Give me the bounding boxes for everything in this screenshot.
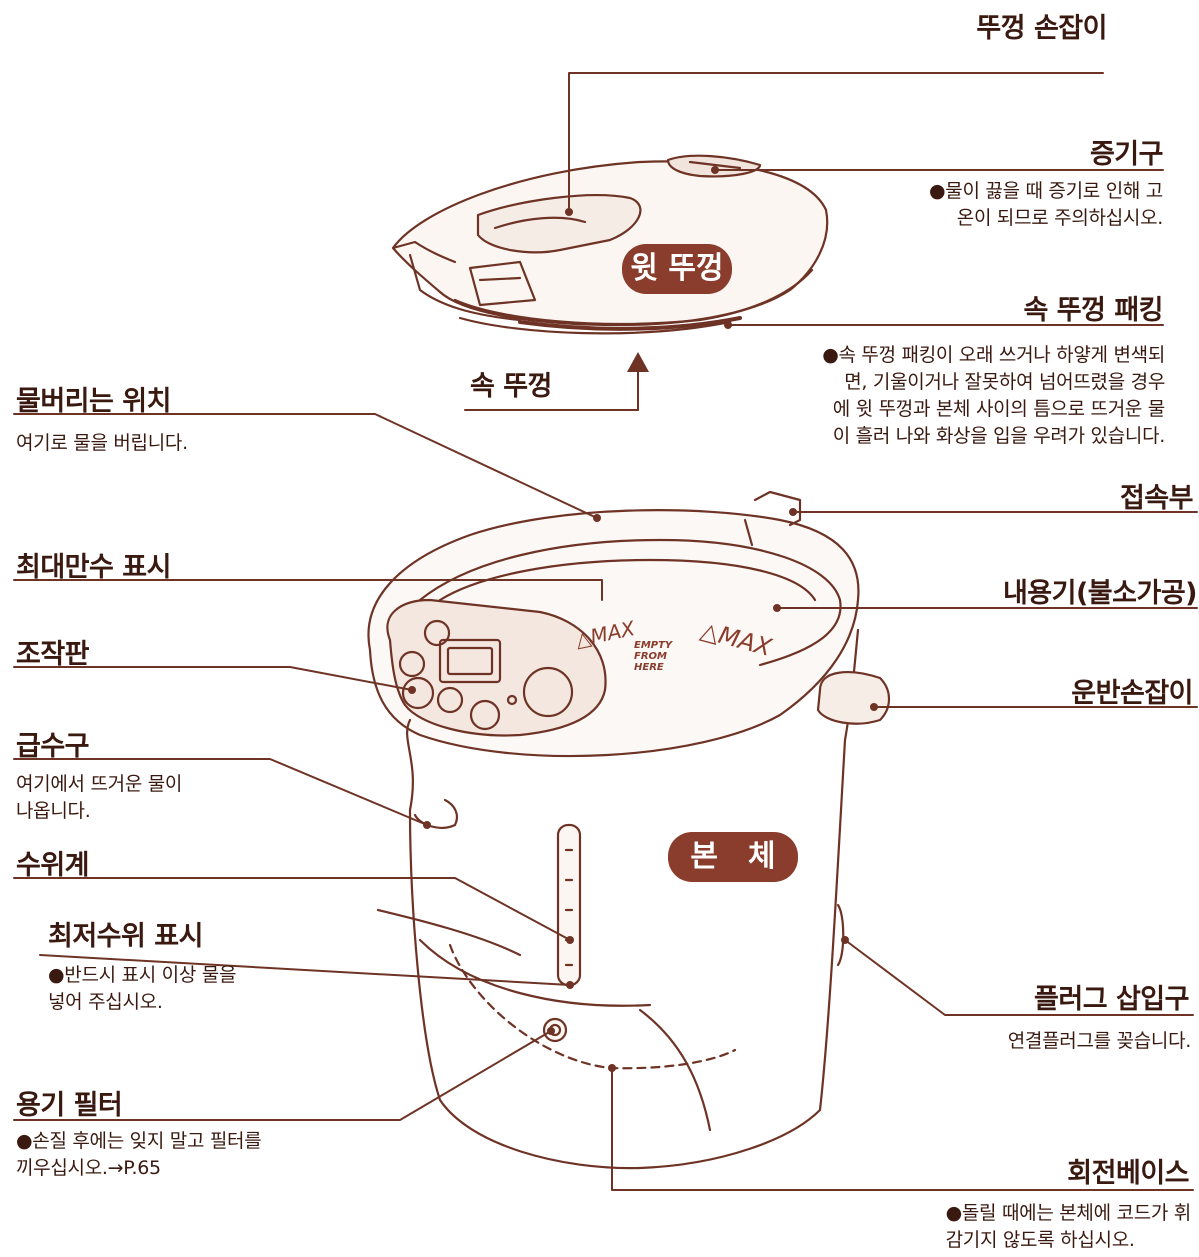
min-level-note: ●반드시 표시 이상 물을 넣어 주십시오. bbox=[48, 964, 237, 1013]
inner-lid-title: 속 뚜껑 bbox=[470, 371, 552, 402]
rotating-base-note: ●돌릴 때에는 본체에 코드가 휘 감기지 않도록 하십시오. bbox=[945, 1202, 1192, 1251]
leader-water-gauge bbox=[13, 877, 571, 941]
container-filter-note: ●손질 후에는 잊지 말고 필터를 끼우십시오.→P.65 bbox=[16, 1130, 262, 1179]
leader-control-panel bbox=[13, 666, 413, 691]
inner-lid-arrowhead bbox=[627, 352, 649, 372]
max-level-title: 최대만수 표시 bbox=[16, 552, 171, 583]
inner-lid-packing-title: 속 뚜껑 패킹 bbox=[1023, 295, 1164, 326]
leader-min-level bbox=[39, 954, 571, 986]
pot-body-drawing bbox=[367, 490, 891, 1170]
drain-point-title: 물버리는 위치 bbox=[16, 386, 171, 417]
leader-filter bbox=[13, 1030, 552, 1121]
drain-point-note: 여기로 물을 버립니다. bbox=[16, 432, 188, 454]
top-lid-label: 윗 뚜껑 bbox=[622, 244, 732, 294]
spout-note: 여기에서 뜨거운 물이 나옵니다. bbox=[16, 773, 183, 822]
rotating-base-title: 회전베이스 bbox=[1067, 1158, 1189, 1189]
leader-rotating-base bbox=[611, 1067, 1194, 1191]
min-level-title: 최저수위 표시 bbox=[48, 921, 203, 952]
leader-lid-handle bbox=[568, 72, 1104, 213]
leader-drain-point bbox=[13, 413, 598, 519]
body-label: 본 체 bbox=[668, 832, 798, 882]
leader-max-level bbox=[13, 579, 603, 601]
control-panel-title: 조작판 bbox=[16, 639, 90, 670]
steam-vent-title: 증기구 bbox=[1089, 139, 1164, 170]
plug-socket-title: 플러그 삽입구 bbox=[1034, 984, 1189, 1015]
inner-container-title: 내용기(불소가공) bbox=[1002, 578, 1198, 609]
plug-socket-note: 연결플러그를 꽂습니다. bbox=[1007, 1030, 1192, 1052]
lid-handle-title: 뚜껑 손잡이 bbox=[976, 13, 1107, 44]
empty-from-here-mark: EMPTY FROM HERE bbox=[634, 640, 673, 673]
carry-handle-title: 운반손잡이 bbox=[1071, 678, 1193, 709]
steam-vent-note: ●물이 끓을 때 증기로 인해 고 온이 되므로 주의하십시오. bbox=[929, 180, 1163, 229]
connector-title: 접속부 bbox=[1119, 483, 1194, 514]
leader-lines bbox=[13, 72, 1198, 1191]
spout-title: 급수구 bbox=[16, 731, 90, 762]
leader-plug-socket bbox=[844, 939, 1194, 1016]
leader-spout bbox=[13, 758, 428, 826]
container-filter-title: 용기 필터 bbox=[16, 1090, 123, 1121]
leader-inner-lid bbox=[464, 371, 639, 411]
inner-lid-packing-note: ●속 뚜껑 패킹이 오래 쓰거나 하얗게 변색되 면, 기울이거나 잘못하여 넘… bbox=[822, 344, 1165, 447]
top-lid-drawing bbox=[391, 154, 829, 335]
water-gauge-title: 수위계 bbox=[16, 850, 90, 881]
